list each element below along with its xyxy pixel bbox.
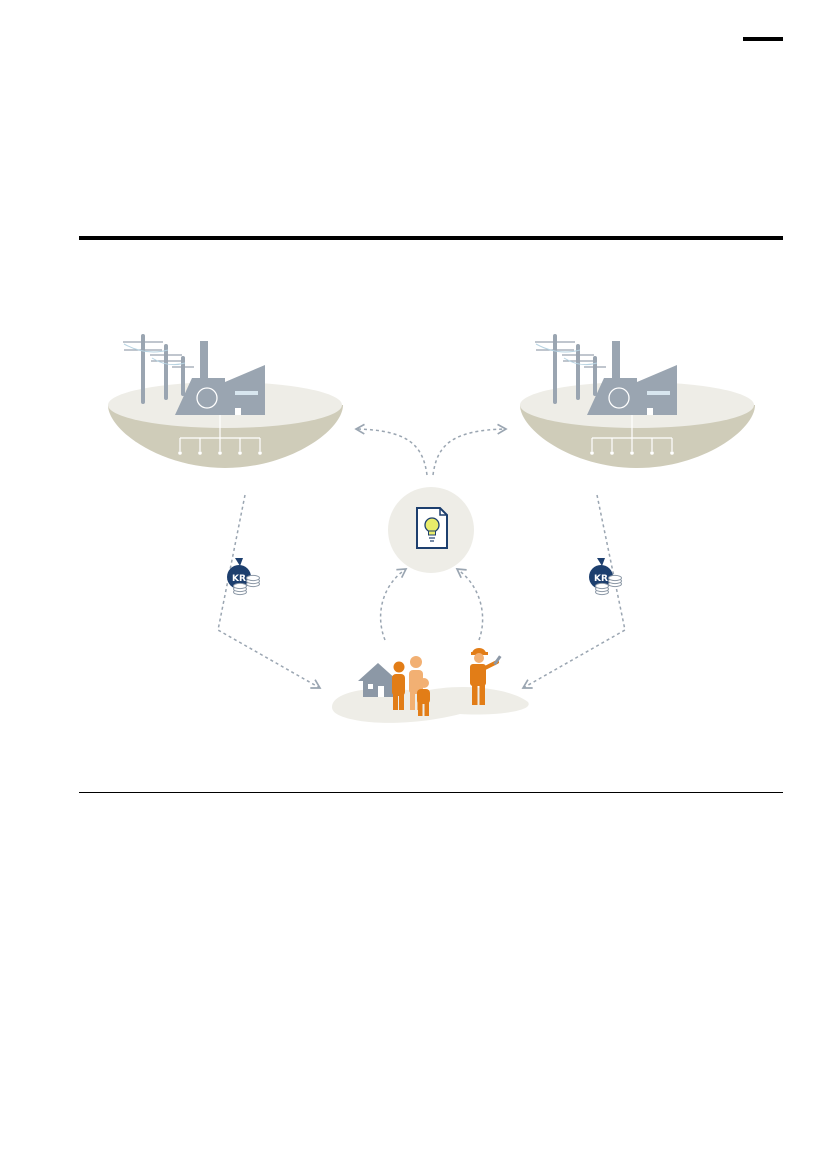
coin-stack-icon: [595, 582, 609, 596]
idea-node: [388, 487, 474, 573]
money-badge-left-label: KR: [232, 574, 246, 584]
coin-stack-icon: [233, 582, 247, 596]
community-ground: [332, 687, 529, 723]
lightbulb-icon: [424, 517, 440, 542]
power-plant-left: [106, 334, 345, 470]
money-badge-left: KR: [227, 558, 260, 596]
money-badge-right: KR: [589, 558, 622, 596]
arrow-to-left-plant: [354, 423, 428, 476]
money-bag-icon: KR: [589, 558, 613, 589]
bottom-rule: [79, 792, 783, 793]
arrow-worker-to-idea: [455, 568, 484, 641]
power-plant-icon: [518, 334, 757, 470]
coin-stack-icon: [246, 574, 260, 588]
top-rule: [79, 236, 783, 240]
corner-rule: [743, 37, 783, 41]
power-plant-icon: [106, 334, 345, 470]
power-plant-right: [518, 334, 757, 470]
idea-arrows: [217, 423, 626, 689]
money-bag-icon: KR: [227, 558, 251, 589]
coin-stack-icon: [608, 574, 622, 588]
house-icon: [358, 663, 398, 697]
arrow-family-to-idea: [379, 568, 408, 641]
arrow-right-money: [521, 494, 626, 689]
money-badge-right-label: KR: [594, 574, 608, 584]
worker-icon: [470, 648, 502, 705]
arrow-to-right-plant: [432, 423, 508, 476]
family-icon: [392, 656, 430, 716]
